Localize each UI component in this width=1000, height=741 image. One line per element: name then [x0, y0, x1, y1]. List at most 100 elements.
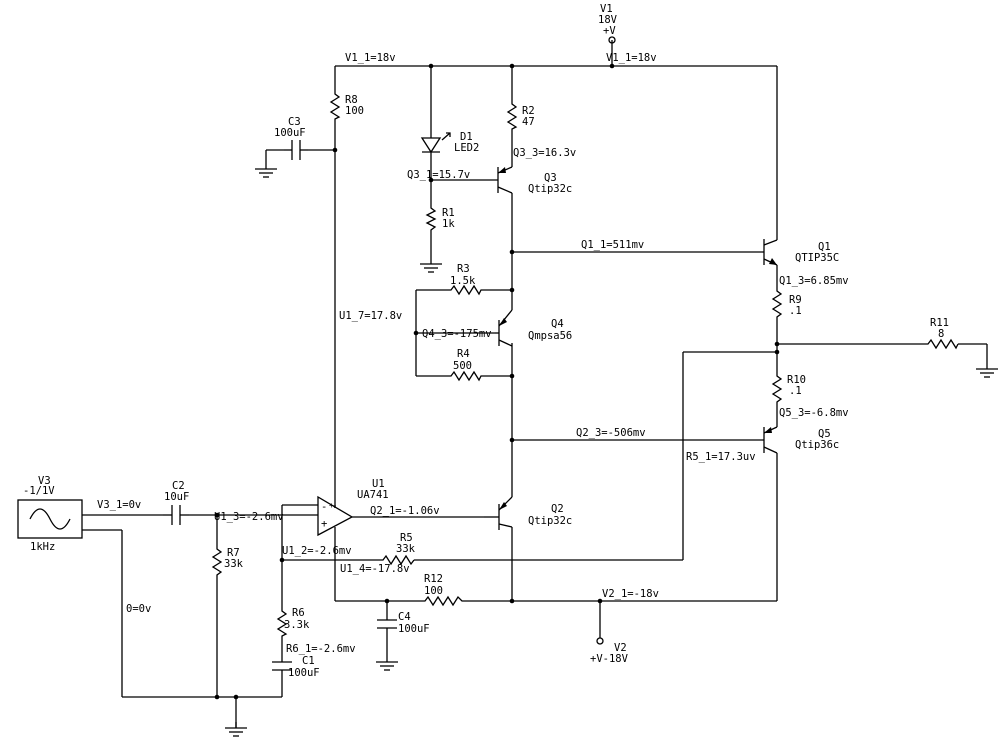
ground-main: [224, 721, 248, 737]
q5-name: Q5: [818, 428, 831, 440]
c4-value: 100uF: [398, 623, 430, 635]
junctions: [214, 63, 780, 700]
resistor-r11: [924, 338, 959, 350]
resistor-r5: [379, 554, 415, 566]
transistor-q5: [762, 426, 778, 454]
opamp-u1: - + +: [317, 495, 354, 537]
v1-name-label: V1: [600, 3, 613, 15]
q2-name: Q2: [551, 503, 564, 515]
ground-r1: [419, 257, 443, 273]
r1-name: R1: [442, 207, 455, 219]
node-u1-3: U1_3=-2.6mv: [214, 511, 284, 523]
opamp-minus-pin: -: [321, 501, 327, 513]
source-v2-terminal: [596, 637, 604, 645]
ground-c3: [254, 162, 278, 178]
ground-r11: [975, 362, 999, 378]
opamp-plus-supply-pin: +: [329, 501, 334, 510]
r11-value: 8: [938, 328, 944, 340]
node-u1-4: U1_4=-17.8v: [340, 563, 410, 575]
node-q2-1: Q2_1=-1.06v: [370, 505, 440, 517]
transistor-q4: [495, 309, 513, 347]
node-r5-1: R5_1=17.3uv: [686, 451, 756, 463]
c1-name: C1: [302, 655, 315, 667]
r12-name: R12: [424, 573, 443, 585]
capacitor-c1: [272, 661, 292, 672]
q5-value: Qtip36c: [795, 439, 839, 451]
node-q2-3: Q2_3=-506mv: [576, 427, 646, 439]
r5-name: R5: [400, 532, 413, 544]
q2-value: Qtip32c: [528, 515, 572, 527]
node-q1-3: Q1_3=6.85mv: [779, 275, 849, 287]
resistor-r8: [329, 90, 341, 122]
q3-name: Q3: [544, 172, 557, 184]
r4-value: 500: [453, 360, 472, 372]
resistor-r10: [771, 372, 783, 405]
u1-value: UA741: [357, 489, 389, 501]
q4-value: Qmpsa56: [528, 330, 572, 342]
v2-value-label: +V-18V: [590, 653, 629, 665]
node-q3-1: Q3_1=15.7v: [407, 169, 470, 181]
wires: [82, 40, 988, 728]
resistor-r2: [506, 100, 518, 132]
r6-value: 3.3k: [284, 619, 310, 631]
u1-name: U1: [372, 478, 385, 490]
r10-name: R10: [787, 374, 806, 386]
c3-name: C3: [288, 116, 301, 128]
resistor-r1: [425, 205, 437, 233]
transistor-q2: [484, 496, 513, 530]
r8-value: 100: [345, 105, 364, 117]
node-v2-1: V2_1=-18v: [602, 588, 659, 600]
c2-value: 10uF: [164, 491, 189, 503]
ground-c4: [375, 655, 399, 671]
r6-name: R6: [292, 607, 305, 619]
r7-value: 33k: [224, 558, 244, 570]
node-zero: 0=0v: [126, 603, 151, 615]
led-d1: [420, 132, 451, 156]
c2-name: C2: [172, 480, 185, 492]
q1-value: QTIP35C: [795, 252, 839, 264]
q4-name: Q4: [551, 318, 564, 330]
v2-name-label: V2: [614, 642, 627, 654]
r5-value: 33k: [396, 543, 416, 555]
capacitor-c2: [163, 505, 189, 525]
node-q1-1: Q1_1=511mv: [581, 239, 644, 251]
r3-name: R3: [457, 263, 470, 275]
c4-name: C4: [398, 611, 411, 623]
r9-value: .1: [789, 305, 802, 317]
transistor-q3: [478, 166, 513, 194]
node-u1-2: U1_2=-2.6mv: [282, 545, 352, 557]
node-v3-1: V3_1=0v: [97, 499, 141, 511]
source-v1-terminal: [608, 36, 616, 44]
resistor-r4: [447, 370, 483, 382]
r2-name: R2: [522, 105, 535, 117]
v3-name-label: V3: [38, 475, 51, 487]
capacitor-c4: [377, 619, 397, 630]
node-q4-3: Q4_3=-175mv: [422, 328, 492, 340]
opamp-plus-pin: +: [321, 518, 327, 530]
v1-value-label: 18V: [598, 14, 618, 26]
v1-terminal-label: +V: [603, 25, 616, 37]
r9-name: R9: [789, 294, 802, 306]
r4-name: R4: [457, 348, 470, 360]
resistor-r9: [771, 287, 783, 320]
v3-amplitude-label: -1/1V: [23, 485, 55, 497]
capacitor-c3: [284, 140, 308, 160]
r2-value: 47: [522, 116, 535, 128]
node-q5-3: Q5_3=-6.8mv: [779, 407, 849, 419]
r3-value: 1.5k: [450, 275, 476, 287]
transistor-q1: [762, 239, 778, 266]
source-v3: [17, 499, 83, 539]
resistor-r7: [211, 545, 223, 578]
q3-value: Qtip32c: [528, 183, 572, 195]
resistor-r6: [276, 607, 288, 638]
d1-name: D1: [460, 131, 473, 143]
node-u1-7: U1_7=17.8v: [339, 310, 402, 322]
node-q3-3: Q3_3=16.3v: [513, 147, 576, 159]
node-v1-1-left: V1_1=18v: [345, 52, 396, 64]
node-r6-1: R6_1=-2.6mv: [286, 643, 356, 655]
q1-name: Q1: [818, 241, 831, 253]
c3-value: 100uF: [274, 127, 306, 139]
r1-value: 1k: [442, 218, 455, 230]
r8-name: R8: [345, 94, 358, 106]
